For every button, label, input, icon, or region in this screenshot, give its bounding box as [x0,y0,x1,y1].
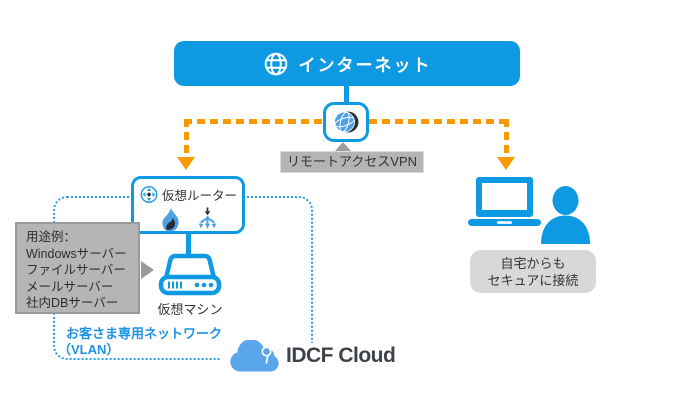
virtual-router-box: 仮想ルーター [131,176,245,234]
vm-icon [158,253,222,296]
router-icon [140,186,158,203]
loadbalancer-icon [198,207,216,229]
arrow-down-to-router-icon [177,157,195,170]
internet-label: インターネット [298,56,432,75]
usage-title: 用途例： [26,230,77,244]
vpn-to-home-dash-horizontal [369,119,507,124]
person-icon [541,186,590,244]
home-note-line2: セキュアに接続 [487,272,579,288]
router-vm-connector [186,233,191,259]
brand-text: IDCF Cloud [286,344,396,367]
vlan-label: お客さま専用ネットワーク （VLAN） [58,326,223,358]
usage-item: 社内DBサーバー [26,296,119,310]
cloud-icon [230,340,279,372]
usage-note-box: 用途例： Windowsサーバー ファイルサーバー メールサーバー 社内DBサー… [15,222,140,314]
vlan-label-line1: お客さま専用ネットワーク [66,326,223,341]
vpn-globe-icon [334,111,359,133]
vm-label: 仮想マシン [157,302,223,317]
remote-vpn-pointer [335,142,351,151]
banner-vpn-connector [344,85,349,103]
remote-vpn-label: リモートアクセスVPN [280,151,424,173]
vpn-to-home-dash-vertical [504,119,509,158]
vpn-to-router-dash-vertical [184,119,189,158]
usage-note-arrow-icon [141,261,154,279]
usage-item: ファイルサーバー [26,263,126,277]
home-note-line1: 自宅からも [500,255,566,271]
usage-item: Windowsサーバー [26,246,127,261]
router-label: 仮想ルーター [161,189,237,203]
vpn-to-router-dash-horizontal [184,119,323,124]
vlan-label-line2: （VLAN） [58,342,120,357]
home-note-bubble: 自宅からも セキュアに接続 [470,250,596,293]
usage-item: メールサーバー [26,279,114,294]
laptop-icon [468,177,541,226]
internet-banner: インターネット [174,41,520,86]
vpn-gateway-node [323,102,369,142]
firewall-icon [161,207,179,232]
arrow-down-to-laptop-icon [497,157,515,170]
globe-icon [264,52,287,75]
